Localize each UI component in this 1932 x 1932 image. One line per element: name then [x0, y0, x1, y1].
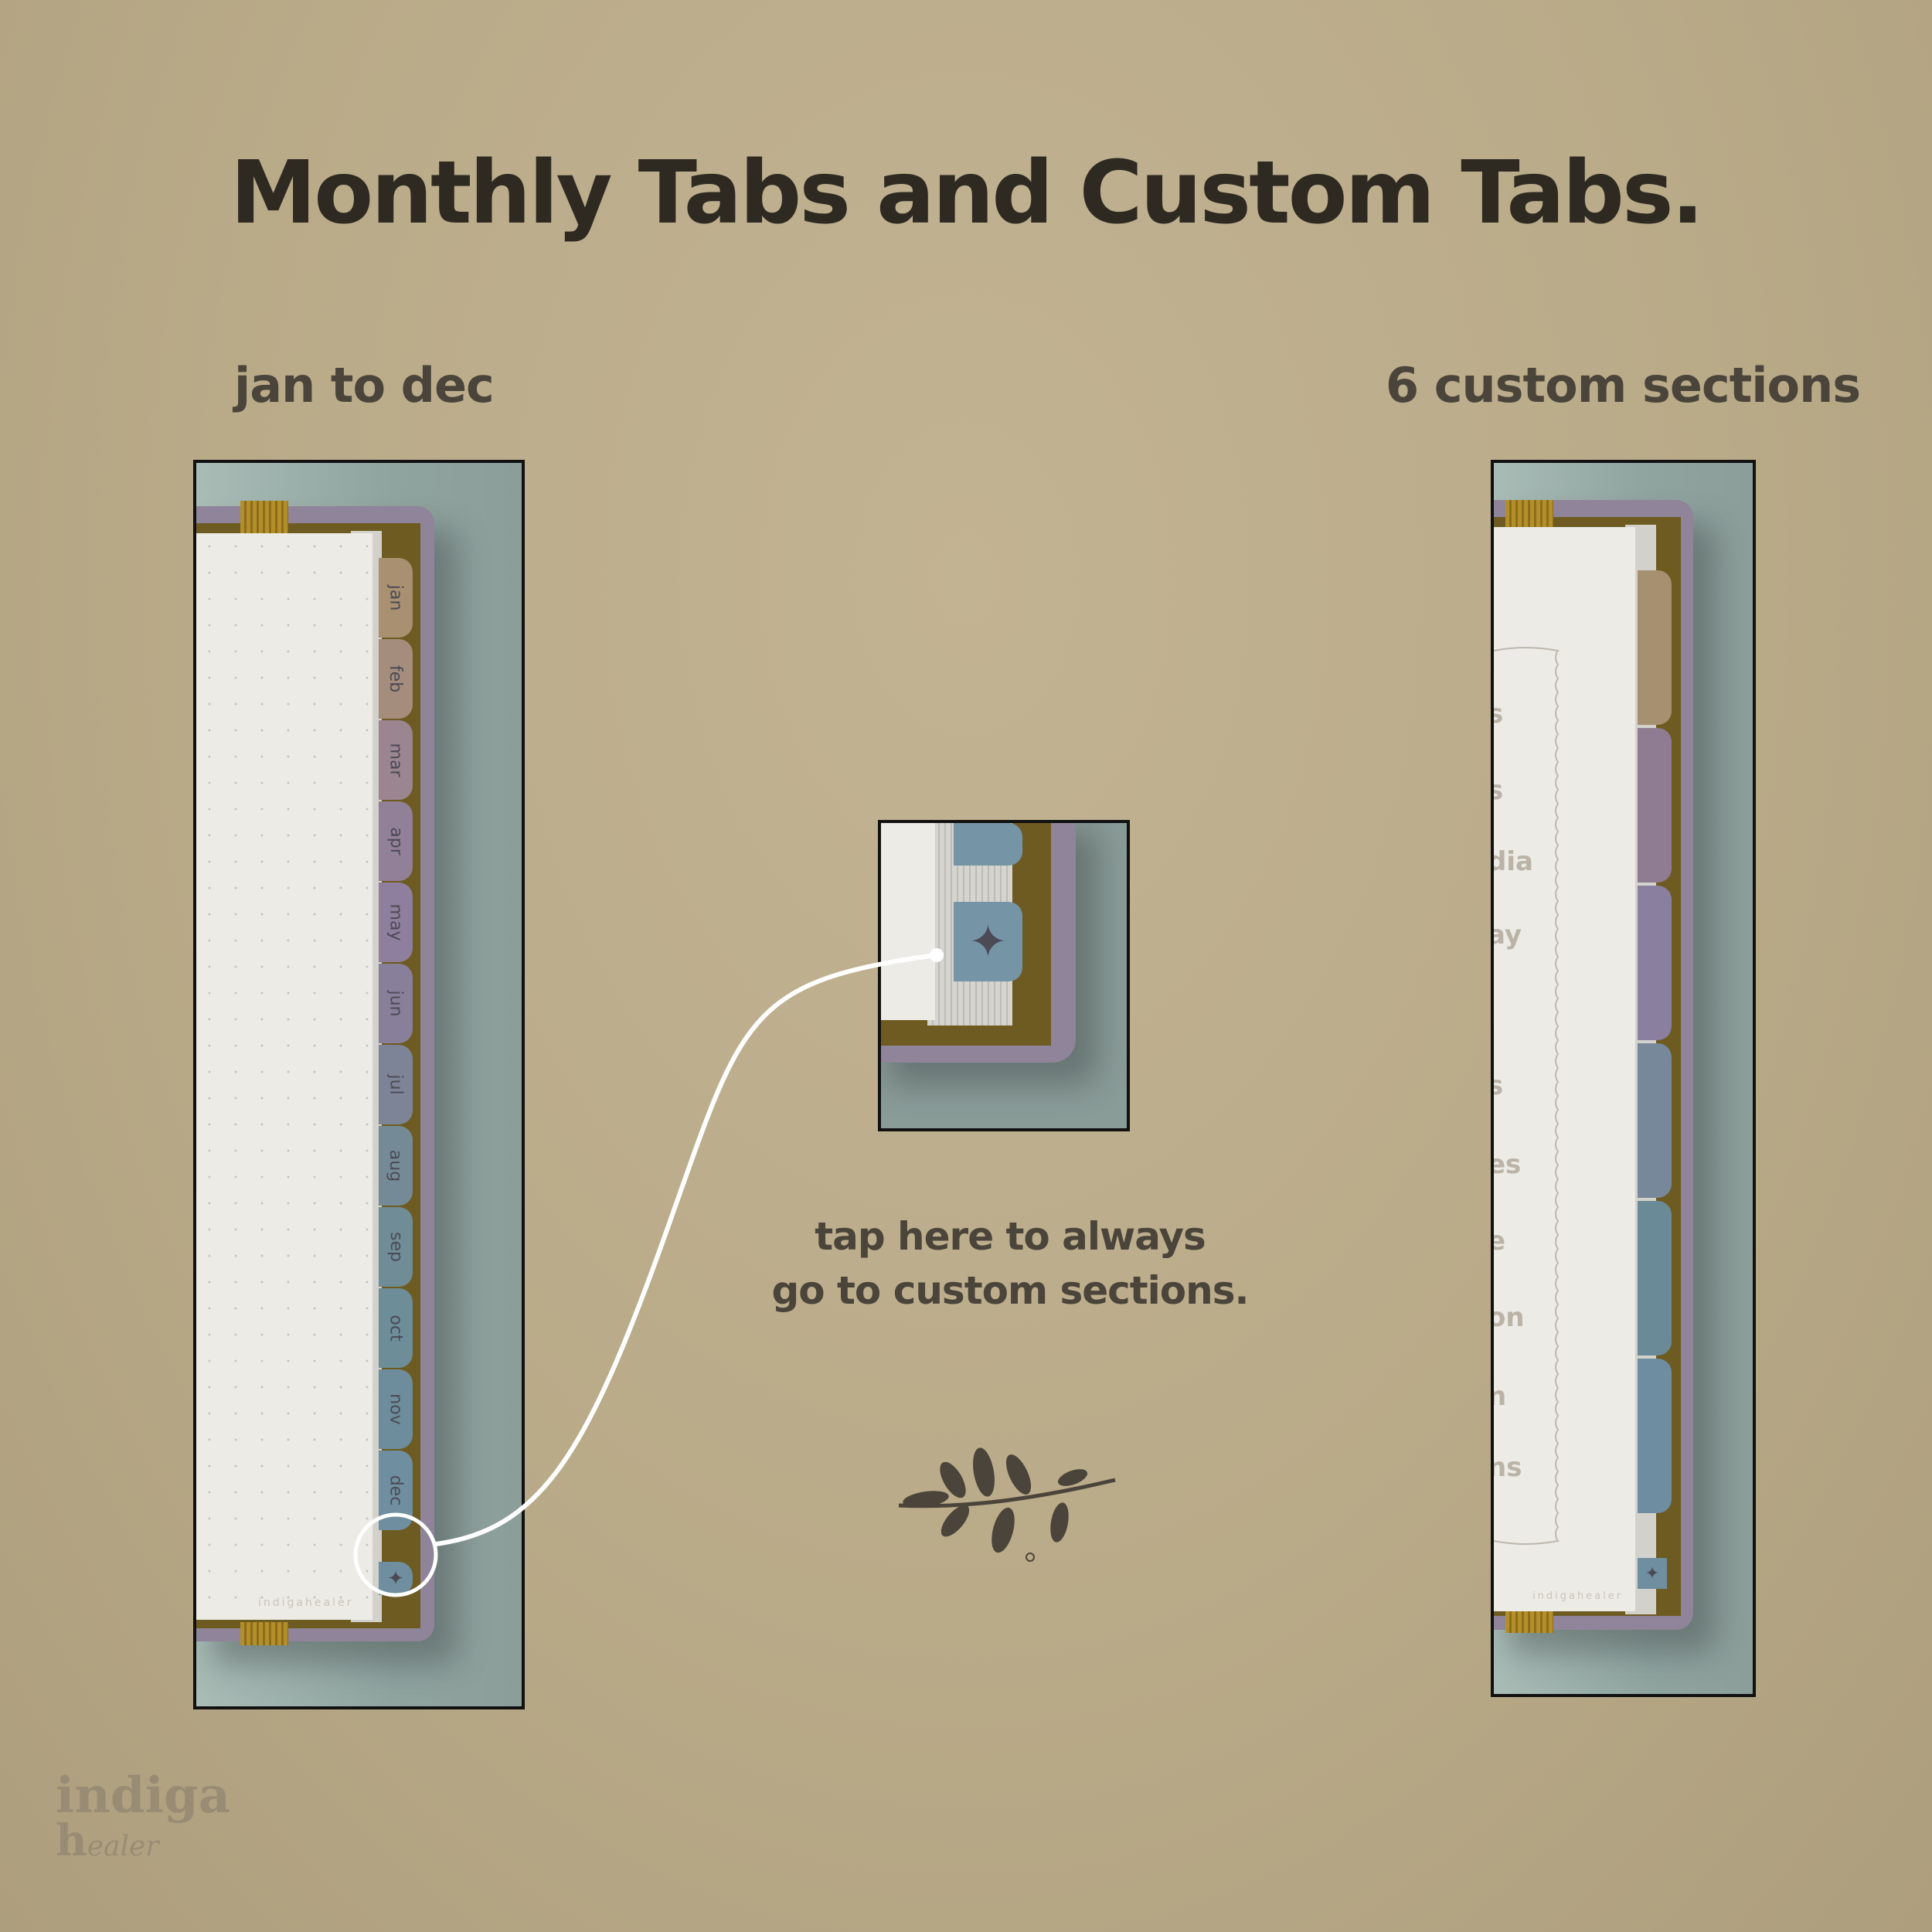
section-name-fragment: s [1494, 775, 1503, 806]
star-icon: ✦ [1645, 1563, 1660, 1583]
month-tab-jan[interactable]: jan [379, 558, 413, 638]
page-watermark: indigahealer [258, 1597, 354, 1609]
caption-line-2: go to custom sections. [771, 1268, 1249, 1313]
custom-tab-1[interactable] [1638, 570, 1672, 725]
section-name-fragment: es [1491, 1149, 1522, 1180]
dec-tab [954, 823, 1022, 866]
custom-tab-6[interactable] [1638, 1359, 1672, 1513]
caption: tap here to always go to custom sections… [696, 1209, 1325, 1318]
section-name-fragment: on [1491, 1302, 1525, 1333]
page-watermark: indigahealer [1532, 1590, 1624, 1602]
custom-sections-label: 6 custom sections [1386, 357, 1861, 413]
custom-sections-tab[interactable]: ✦ [379, 1562, 413, 1595]
month-tab-aug[interactable]: aug [379, 1126, 413, 1206]
star-icon: ✦ [968, 914, 1008, 969]
caption-line-1: tap here to always [815, 1214, 1206, 1259]
section-page: indigahealer [1494, 527, 1635, 1611]
month-tab-nov[interactable]: nov [379, 1369, 413, 1449]
custom-tab-2[interactable] [1638, 728, 1672, 883]
month-tab-oct[interactable]: oct [379, 1288, 413, 1368]
month-tab-may[interactable]: may [379, 883, 413, 962]
page-title: Monthly Tabs and Custom Tabs. [230, 143, 1704, 243]
custom-tab-5[interactable] [1638, 1201, 1672, 1355]
elastic-band-top [1505, 500, 1553, 527]
star-icon: ✦ [387, 1566, 404, 1590]
custom-tab-3[interactable] [1638, 886, 1672, 1040]
section-name-fragment: ns [1491, 1452, 1522, 1483]
elastic-band-top [240, 501, 288, 533]
monthly-tabs-label: jan to dec [234, 357, 495, 413]
section-name-fragment: n [1494, 1381, 1506, 1412]
section-name-fragment: s [1494, 1070, 1503, 1101]
month-tab-sep[interactable]: sep [379, 1207, 413, 1287]
arrow-dot [930, 948, 944, 962]
section-name-fragment: ay [1491, 920, 1522, 951]
month-tab-jul[interactable]: jul [379, 1045, 413, 1124]
elastic-band-bottom [1505, 1611, 1553, 1633]
zoomed-tab-detail: ✦ [878, 820, 1130, 1131]
section-name-fragment: s [1494, 699, 1503, 730]
custom-tabs-preview: indigahealer s s dia ay s es e on n ns ✦ [1491, 460, 1756, 1697]
month-tab-mar[interactable]: mar [379, 720, 413, 800]
month-tab-feb[interactable]: feb [379, 639, 413, 719]
custom-sections-tab[interactable]: ✦ [1638, 1558, 1667, 1589]
section-name-fragment: dia [1491, 846, 1533, 877]
highlight-circle [353, 1512, 438, 1597]
page-edge [881, 823, 935, 1020]
custom-sections-tab[interactable]: ✦ [954, 902, 1022, 981]
dotted-page: indigahealer [196, 533, 372, 1620]
leaf-branch-icon [898, 1447, 1116, 1562]
connector-line [435, 953, 936, 1546]
wavy-frame [1494, 647, 1560, 1545]
elastic-band-bottom [240, 1622, 288, 1645]
custom-tab-4[interactable] [1638, 1043, 1672, 1198]
section-name-fragment: e [1494, 1226, 1505, 1257]
month-tab-apr[interactable]: apr [379, 801, 413, 881]
month-tab-jun[interactable]: jun [379, 964, 413, 1043]
